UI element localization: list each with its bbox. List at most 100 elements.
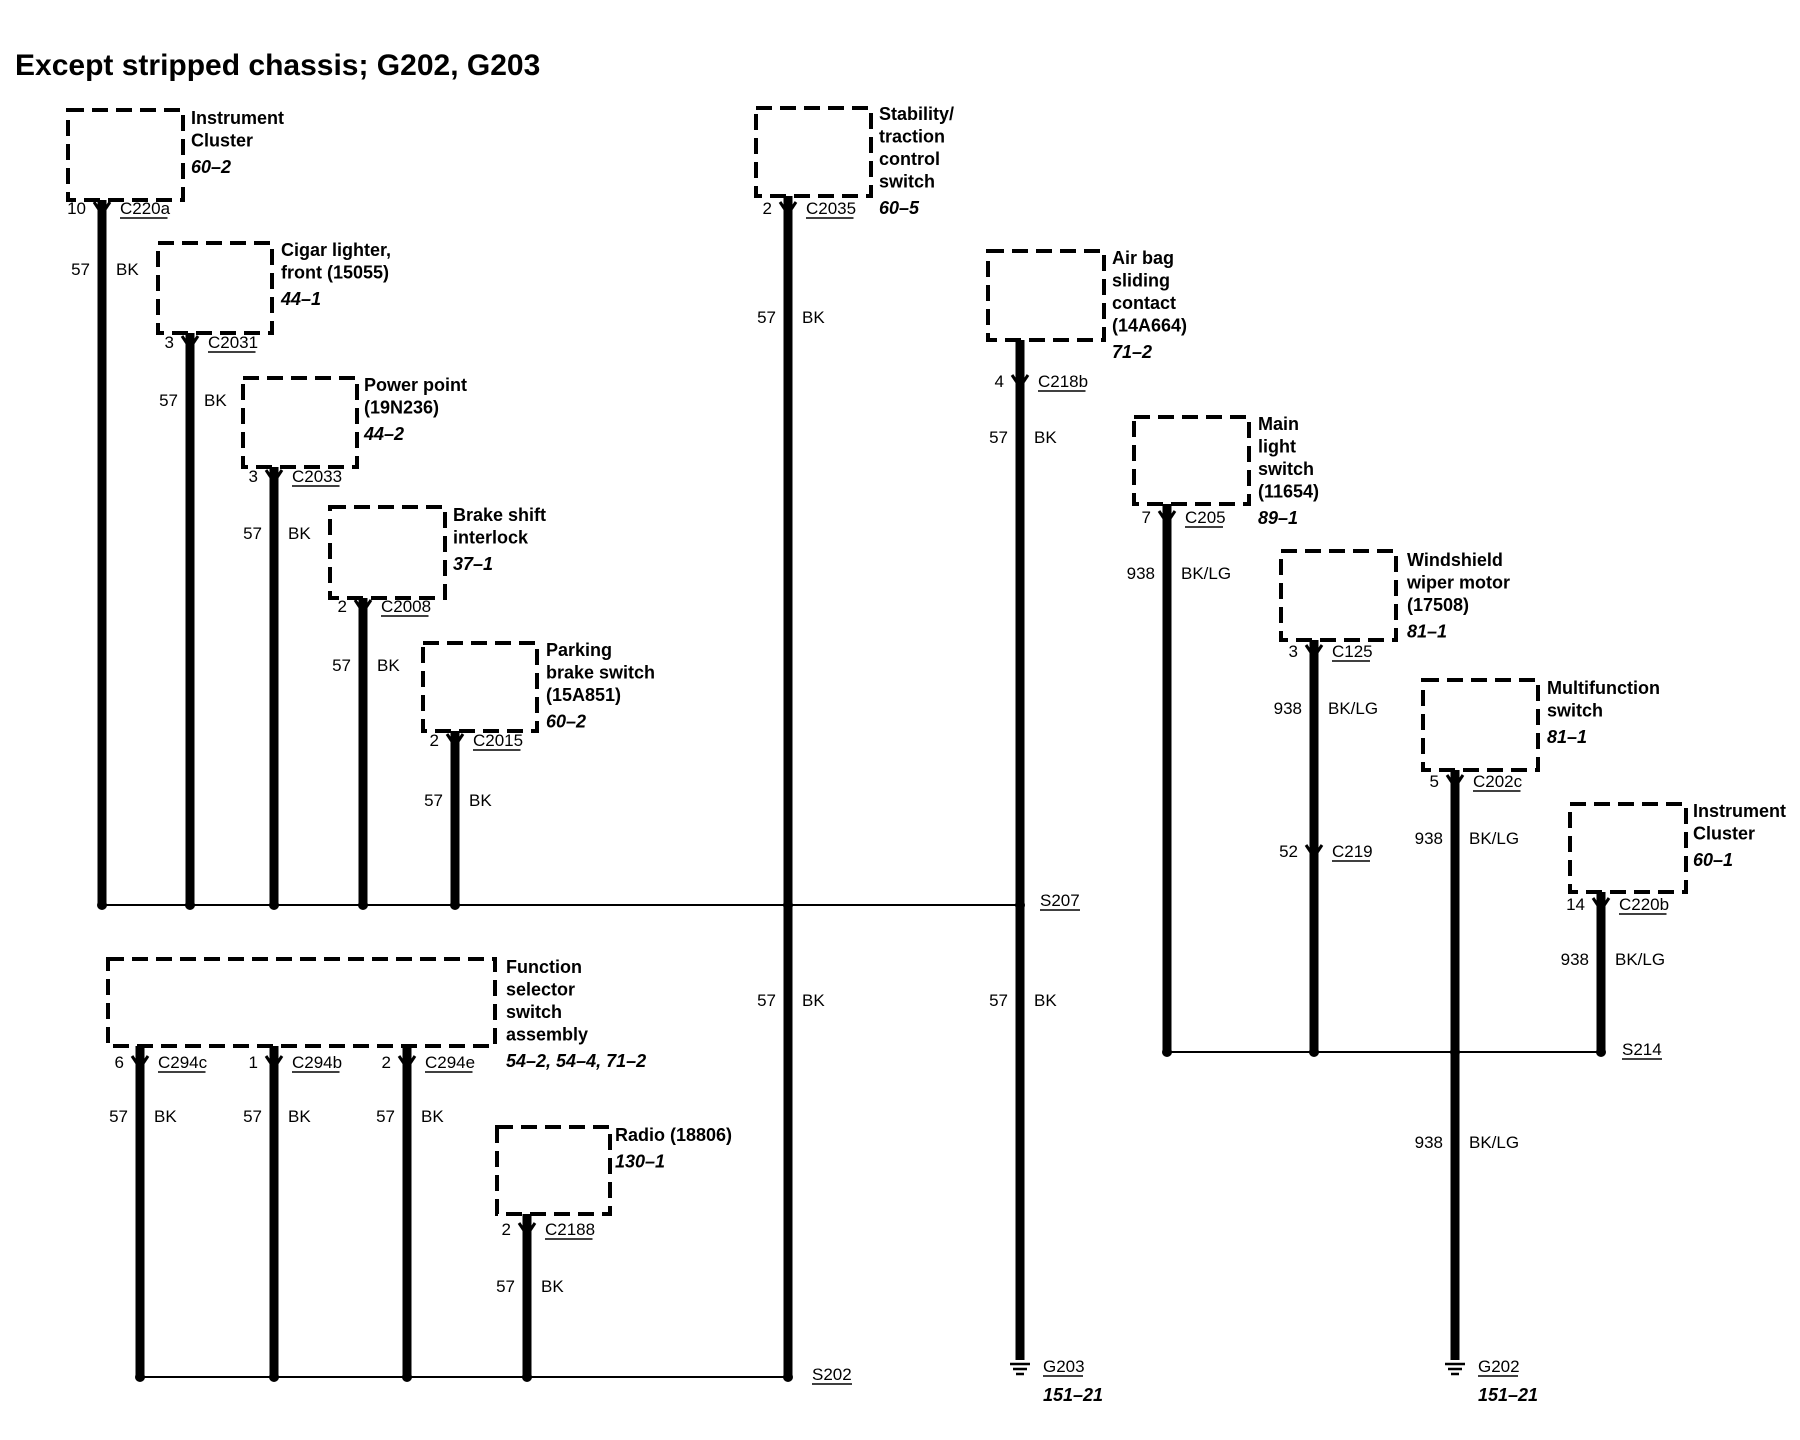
wire-circuit-w8: 938 <box>1127 564 1155 583</box>
wire-color-w10: BK/LG <box>1469 829 1519 848</box>
component-ref-ic2: 60–1 <box>1693 850 1733 870</box>
connector-name-c8: C205 <box>1185 508 1226 527</box>
connector-name-c7: C218b <box>1038 372 1088 391</box>
connector-pin-c10: 52 <box>1279 842 1298 861</box>
connector-name-c2: C2031 <box>208 333 258 352</box>
splice-dot <box>269 900 279 910</box>
component-ref-cig: 44–1 <box>280 289 321 309</box>
component-box-mfs <box>1421 678 1540 772</box>
connector-name-c13: C294c <box>158 1053 208 1072</box>
component-ref-stc: 60–5 <box>879 198 920 218</box>
splice-dot <box>1450 1047 1460 1057</box>
component-label-pbs: Parking <box>546 640 612 660</box>
wire-color-w1: BK <box>116 260 139 279</box>
wire-color-w15: BK <box>288 1107 311 1126</box>
component-label-fss: Function <box>506 957 582 977</box>
wire-circuit-w3: 57 <box>243 524 262 543</box>
component-ref-rad: 130–1 <box>615 1152 665 1172</box>
connector-pin-c14: 1 <box>249 1053 258 1072</box>
splice-dot <box>185 900 195 910</box>
component-label-fss: assembly <box>506 1025 588 1045</box>
component-label-air: Air bag <box>1112 248 1174 268</box>
connector-name-c14: C294b <box>292 1053 342 1072</box>
wire-color-w14: BK <box>154 1107 177 1126</box>
wire-circuit-w2: 57 <box>159 391 178 410</box>
component-label-ic1: Instrument <box>191 108 284 128</box>
component-label-mls: light <box>1258 437 1296 457</box>
component-box-pbs <box>421 641 539 733</box>
connector-symbol-c4 <box>353 599 373 615</box>
component-label-bsi: Brake shift <box>453 505 546 525</box>
component-ref-pwr: 44–2 <box>363 424 404 444</box>
connector-symbol-c15 <box>397 1055 417 1071</box>
connector-pin-c11: 5 <box>1430 772 1439 791</box>
component-label-stc: Stability/ <box>879 104 954 124</box>
connector-symbol-c2 <box>180 335 200 351</box>
component-label-air: (14A664) <box>1112 316 1187 336</box>
component-box-rad <box>495 1125 612 1216</box>
wire-color-w3: BK <box>288 524 311 543</box>
connector-symbol-c3 <box>264 469 284 485</box>
connector-name-c15: C294e <box>425 1053 475 1072</box>
component-label-air: contact <box>1112 293 1176 313</box>
wire-color-w17: BK <box>541 1277 564 1296</box>
component-label-cig: Cigar lighter, <box>281 240 391 260</box>
wire-color-w9: BK/LG <box>1328 699 1378 718</box>
connector-symbol-c13 <box>130 1055 150 1071</box>
connector-pin-c6: 2 <box>763 199 772 218</box>
wire-circuit-w7: 57 <box>989 428 1008 447</box>
splice-dot <box>1309 1047 1319 1057</box>
connector-name-c6: C2035 <box>806 199 856 218</box>
component-box-pwr <box>241 376 359 469</box>
component-label-stc: control <box>879 149 940 169</box>
component-box-stc <box>754 106 873 198</box>
component-label-wwm: Windshield <box>1407 550 1503 570</box>
component-label-mfs: switch <box>1547 701 1603 721</box>
component-label-mls: switch <box>1258 459 1314 479</box>
connector-symbol-c8 <box>1157 510 1177 526</box>
connector-pin-c12: 14 <box>1566 895 1585 914</box>
component-label-cig: front (15055) <box>281 263 389 283</box>
splice-dot <box>358 900 368 910</box>
component-label-mfs: Multifunction <box>1547 678 1660 698</box>
wire-color-w12: BK <box>802 991 825 1010</box>
component-label-air: sliding <box>1112 271 1170 291</box>
ground-ref-g2: 151–21 <box>1478 1385 1538 1405</box>
component-ref-pbs: 60–2 <box>546 712 586 732</box>
splice-dot <box>1596 1047 1606 1057</box>
wire-color-w18: BK/LG <box>1469 1133 1519 1152</box>
splice-dot <box>1162 1047 1172 1057</box>
connector-symbol-c5 <box>445 733 465 749</box>
wire-color-w11: BK/LG <box>1615 950 1665 969</box>
wire-circuit-w18: 938 <box>1415 1133 1443 1152</box>
connector-pin-c5: 2 <box>430 731 439 750</box>
wire-circuit-w9: 938 <box>1274 699 1302 718</box>
ground-label-g2: G202 <box>1478 1357 1520 1376</box>
component-label-pwr: (19N236) <box>364 398 439 418</box>
component-label-wwm: wiper motor <box>1406 573 1510 593</box>
connector-name-c16: C2188 <box>545 1220 595 1239</box>
splice-dot <box>450 900 460 910</box>
connector-name-c1: C220a <box>120 199 171 218</box>
wire-color-w4: BK <box>377 656 400 675</box>
connector-pin-c2: 3 <box>165 333 174 352</box>
component-box-cig <box>156 241 274 335</box>
connector-symbol-c14 <box>264 1055 284 1071</box>
connector-symbol-c7 <box>1010 374 1030 390</box>
wire-color-w6: BK <box>802 308 825 327</box>
wire-circuit-w14: 57 <box>109 1107 128 1126</box>
connector-pin-c1: 10 <box>67 199 86 218</box>
wire-circuit-w16: 57 <box>376 1107 395 1126</box>
wire-circuit-w13: 57 <box>989 991 1008 1010</box>
wire-color-w2: BK <box>204 391 227 410</box>
component-ref-mfs: 81–1 <box>1547 727 1587 747</box>
component-label-stc: switch <box>879 172 935 192</box>
splice-dot <box>135 1372 145 1382</box>
connector-symbol-c6 <box>778 201 798 217</box>
splice-label-s2: S214 <box>1622 1040 1662 1059</box>
connector-symbol-c16 <box>517 1222 537 1238</box>
connector-name-c4: C2008 <box>381 597 431 616</box>
splice-dot <box>783 1372 793 1382</box>
connector-pin-c15: 2 <box>382 1053 391 1072</box>
